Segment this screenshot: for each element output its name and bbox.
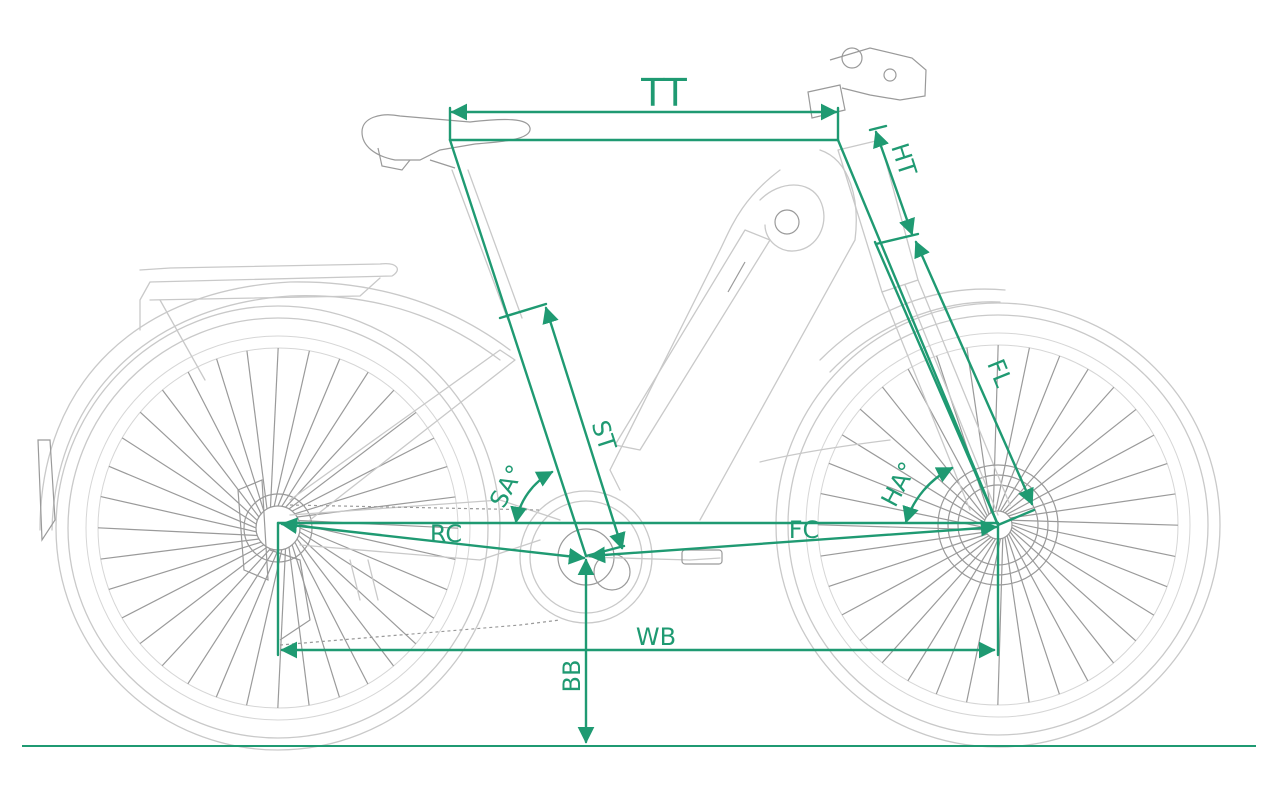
saddle <box>361 114 531 161</box>
spoke <box>828 533 988 587</box>
spoke <box>299 531 435 619</box>
spoke <box>1002 386 1115 513</box>
label-bb: BB <box>558 660 586 693</box>
rear-fender <box>39 281 511 531</box>
rc-dimension <box>280 517 586 565</box>
seatpost <box>451 169 523 321</box>
spoke <box>273 350 311 507</box>
label-fc: FC <box>789 516 820 544</box>
spoke <box>139 546 268 645</box>
spoke <box>100 538 260 560</box>
spoke <box>139 411 258 521</box>
spoke <box>291 544 340 698</box>
spoke <box>294 466 448 515</box>
cassette <box>237 479 269 581</box>
spoke <box>294 541 369 685</box>
spoke <box>859 408 986 521</box>
bike-sketch <box>37 47 1221 751</box>
spoke <box>187 371 262 515</box>
spoke <box>1011 521 1176 558</box>
ht-dimension <box>873 130 915 236</box>
sa-angle-arc <box>510 470 554 524</box>
spoke <box>246 350 268 510</box>
spoke <box>296 538 395 667</box>
spoke <box>820 531 986 557</box>
spoke <box>1011 526 1155 616</box>
spoke <box>121 544 265 619</box>
spoke <box>100 495 257 533</box>
spoke <box>288 411 417 510</box>
spoke <box>291 437 435 512</box>
fl-dimension <box>914 240 1034 506</box>
spoke <box>859 536 992 642</box>
spoke <box>999 368 1089 512</box>
spoke <box>907 538 997 682</box>
st-dimension <box>542 306 626 550</box>
rear-light <box>37 439 56 542</box>
rear-rack <box>139 263 398 331</box>
frame-downtube <box>699 149 857 521</box>
spoke <box>161 548 271 667</box>
label-fl: FL <box>981 355 1017 391</box>
spoke <box>1006 535 1060 695</box>
label-rc: RC <box>430 520 462 548</box>
spoke <box>997 538 1004 706</box>
dimension-labels: TT HT FL ST SA° HA° RC FC WB BB <box>430 71 1018 692</box>
spoke <box>965 538 1002 703</box>
handlebar <box>829 47 927 101</box>
spoke <box>1009 531 1115 664</box>
spoke <box>216 358 265 512</box>
spoke <box>277 548 287 709</box>
spoke <box>1008 463 1168 517</box>
spoke <box>285 389 395 508</box>
seatstay <box>289 349 516 521</box>
spoke <box>245 549 283 706</box>
spoke <box>269 347 279 508</box>
front-fender <box>819 288 1006 361</box>
spoke <box>881 537 994 664</box>
spoke <box>97 527 258 537</box>
label-sa: SA° <box>484 460 529 512</box>
spoke <box>108 541 262 590</box>
spoke <box>288 546 310 706</box>
fc-dimension <box>588 519 998 564</box>
dimension-lines <box>22 103 1256 747</box>
spoke <box>1011 524 1168 588</box>
spoke <box>1010 493 1176 519</box>
chain <box>279 619 561 646</box>
spoke <box>215 549 279 698</box>
spoke <box>1004 537 1030 703</box>
spoke <box>1004 408 1137 514</box>
spoke <box>187 549 275 685</box>
spoke <box>108 465 257 529</box>
crank <box>585 556 721 561</box>
spoke <box>161 389 260 518</box>
spoke <box>121 437 257 525</box>
label-tt: TT <box>640 71 688 115</box>
spoke <box>281 371 369 507</box>
spoke <box>1011 519 1179 526</box>
spoke <box>277 358 341 507</box>
spoke <box>1008 533 1089 682</box>
spoke <box>1010 529 1137 642</box>
ha-angle-arc <box>902 466 954 524</box>
spoke <box>935 538 999 695</box>
battery <box>614 229 771 451</box>
label-wb: WB <box>636 623 676 651</box>
